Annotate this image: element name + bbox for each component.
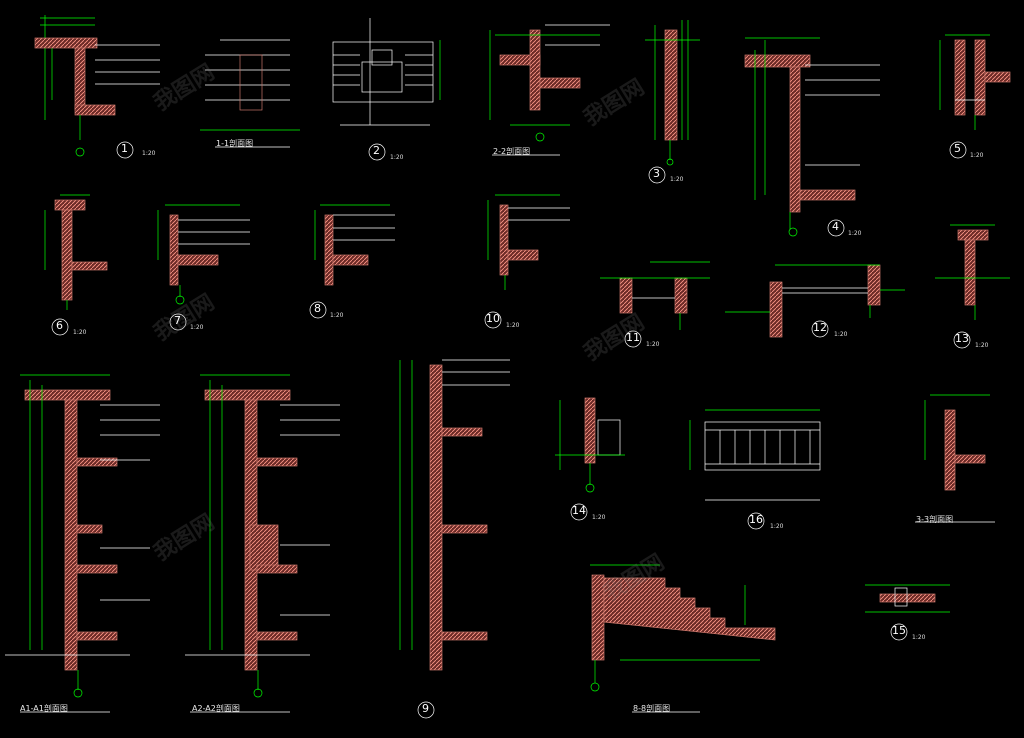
detail-number-9: 9 — [422, 702, 429, 715]
detail-scale-8: 1:20 — [330, 312, 344, 319]
detail-15-drawing — [865, 584, 950, 641]
section-a1-drawing — [5, 374, 160, 713]
section-2-2-drawing — [489, 24, 610, 156]
detail-number-8: 8 — [314, 302, 321, 315]
detail-number-12: 12 — [813, 321, 827, 334]
section-title-8-8: 8-8剖面图 — [633, 704, 671, 713]
detail-10-drawing — [484, 194, 570, 329]
detail-6-drawing — [44, 194, 108, 336]
detail-scale-12: 1:20 — [834, 331, 848, 338]
detail-number-14: 14 — [572, 504, 586, 517]
detail-number-6: 6 — [56, 319, 63, 332]
detail-scale-16: 1:20 — [770, 523, 784, 530]
section-title-3-3: 3-3剖面图 — [916, 515, 954, 524]
section-3-3-drawing — [915, 394, 995, 523]
detail-scale-3: 1:20 — [670, 176, 684, 183]
section-8-8-drawing — [590, 564, 776, 713]
detail-scale-15: 1:20 — [912, 634, 926, 641]
detail-14-drawing — [555, 397, 625, 521]
section-title-1-1: 1-1剖面图 — [216, 139, 254, 148]
detail-number-5: 5 — [954, 142, 961, 155]
detail-scale-14: 1:20 — [592, 514, 606, 521]
detail-scale-7: 1:20 — [190, 324, 204, 331]
detail-8-drawing — [309, 204, 395, 319]
detail-12-drawing — [725, 264, 905, 338]
detail-scale-11: 1:20 — [646, 341, 660, 348]
detail-scale-10: 1:20 — [506, 322, 520, 329]
detail-number-2: 2 — [373, 144, 380, 157]
section-title-a2: A2-A2剖面图 — [192, 704, 240, 713]
detail-number-3: 3 — [653, 167, 660, 180]
detail-number-7: 7 — [174, 314, 181, 327]
detail-scale-6: 1:20 — [73, 329, 87, 336]
detail-7-drawing — [157, 204, 250, 331]
detail-number-16: 16 — [749, 513, 763, 526]
detail-4-drawing — [744, 37, 880, 237]
section-1-1-drawing — [200, 39, 300, 148]
detail-number-10: 10 — [486, 312, 500, 325]
detail-5-drawing — [939, 34, 1011, 159]
detail-number-11: 11 — [626, 331, 640, 344]
detail-13-drawing — [935, 224, 1010, 349]
detail-3-drawing — [645, 20, 700, 184]
detail-9-drawing — [399, 359, 510, 719]
detail-1-drawing — [34, 15, 160, 159]
detail-number-4: 4 — [832, 220, 839, 233]
detail-scale-13: 1:20 — [975, 342, 989, 349]
detail-number-13: 13 — [955, 332, 969, 345]
detail-number-1: 1 — [121, 142, 128, 155]
detail-11-drawing — [600, 261, 710, 348]
section-a2-drawing — [185, 374, 340, 713]
detail-scale-2: 1:20 — [390, 154, 404, 161]
detail-scale-5: 1:20 — [970, 152, 984, 159]
detail-16-drawing — [689, 409, 821, 530]
detail-number-15: 15 — [892, 624, 906, 637]
section-title-a1: A1-A1剖面图 — [20, 704, 68, 713]
detail-scale-4: 1:20 — [848, 230, 862, 237]
detail-2-drawing — [332, 18, 441, 161]
detail-scale-1: 1:20 — [142, 150, 156, 157]
section-title-2-2: 2-2剖面图 — [493, 147, 531, 156]
